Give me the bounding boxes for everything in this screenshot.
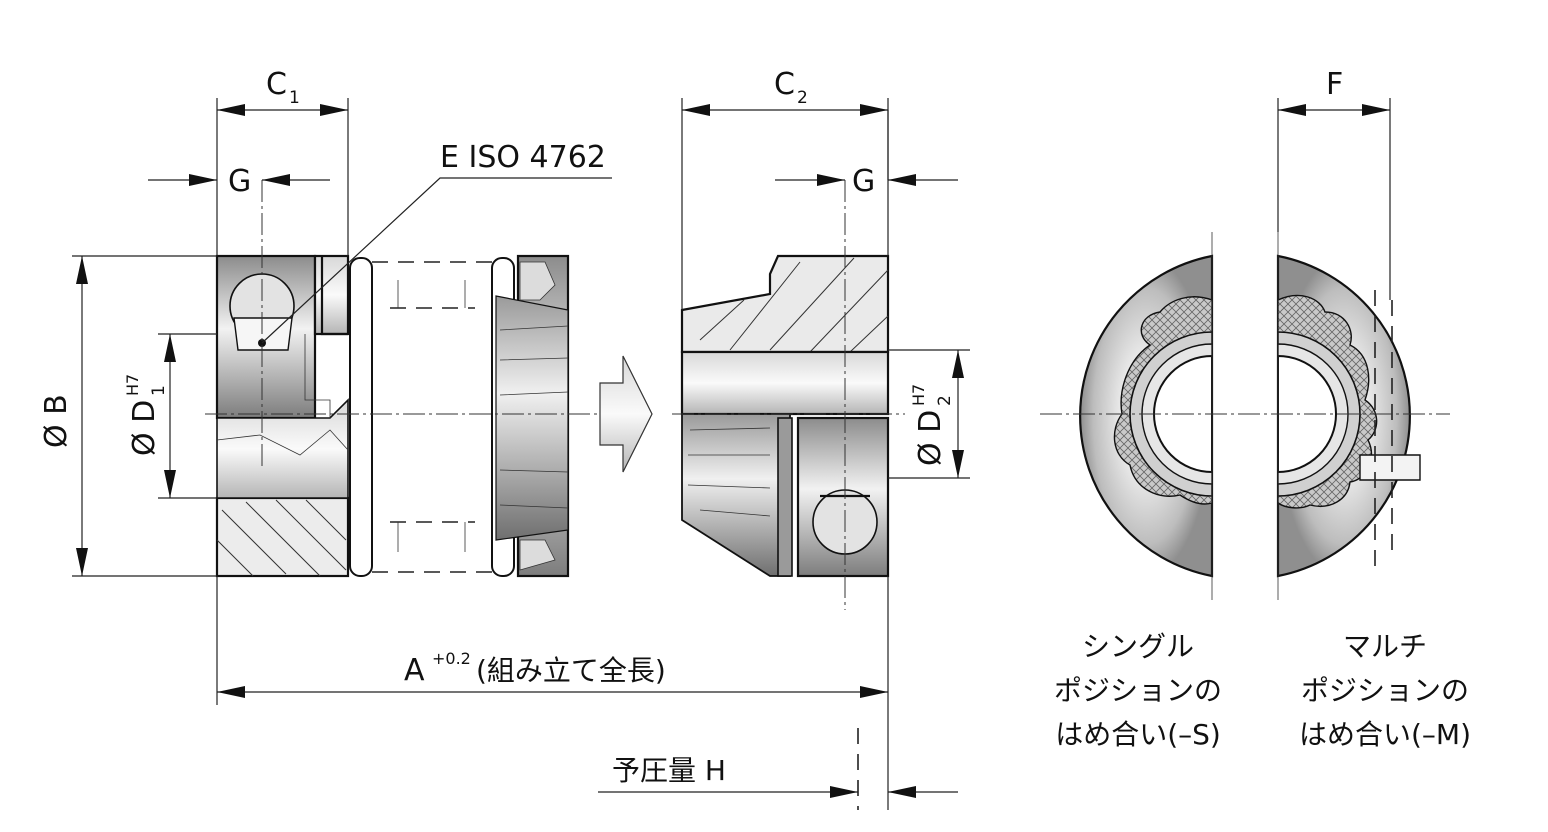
label-c1-sub: 1 — [289, 88, 300, 108]
caption-multi-line1: マルチ — [1343, 630, 1427, 663]
label-screw: E ISO 4762 — [440, 140, 606, 175]
label-d1: Ø D — [127, 400, 162, 456]
caption-multi-line3: はめ合い(–M) — [1299, 718, 1471, 751]
end-view — [1079, 232, 1421, 600]
label-preload: 予圧量 H — [612, 754, 726, 787]
label-d1-tol: H7 — [123, 374, 142, 396]
label-d1-sub: 1 — [149, 385, 169, 396]
label-a: A — [404, 653, 425, 688]
label-b: Ø B — [39, 394, 74, 448]
label-g-left: G — [228, 164, 251, 199]
dim-a — [216, 576, 889, 810]
right-hub — [680, 254, 890, 578]
direction-arrow — [599, 355, 653, 473]
label-d2: Ø D — [913, 410, 948, 466]
screw-leader — [261, 177, 612, 344]
dim-f — [1277, 98, 1391, 300]
elastomer-ring — [349, 257, 515, 577]
label-c2-sub: 2 — [797, 88, 808, 108]
label-c2: C — [774, 67, 795, 102]
center-lines — [205, 180, 1450, 610]
label-a-tol: +0.2 — [432, 649, 471, 668]
left-hub — [215, 254, 350, 578]
label-a-note: (組み立て全長) — [476, 654, 666, 687]
dim-g-right — [775, 110, 958, 186]
label-d2-tol: H7 — [909, 384, 928, 406]
label-f: F — [1326, 67, 1343, 102]
label-d2-sub: 2 — [935, 395, 955, 406]
caption-single-line2: ポジションの — [1054, 674, 1222, 707]
dim-preload — [598, 728, 958, 810]
dim-b — [72, 255, 217, 577]
dim-c1 — [216, 98, 349, 256]
left-hub-hatch — [216, 499, 347, 577]
dim-d1 — [158, 333, 217, 499]
caption-single-line3: はめ合い(–S) — [1055, 718, 1221, 751]
left-clamp-hub — [495, 254, 570, 578]
caption-single-line1: シングル — [1082, 630, 1194, 663]
dim-g-left — [148, 174, 330, 186]
label-c1: C — [266, 67, 287, 102]
dim-d2 — [888, 349, 970, 479]
label-g-right: G — [852, 164, 875, 199]
caption-multi-line2: ポジションの — [1301, 674, 1469, 707]
